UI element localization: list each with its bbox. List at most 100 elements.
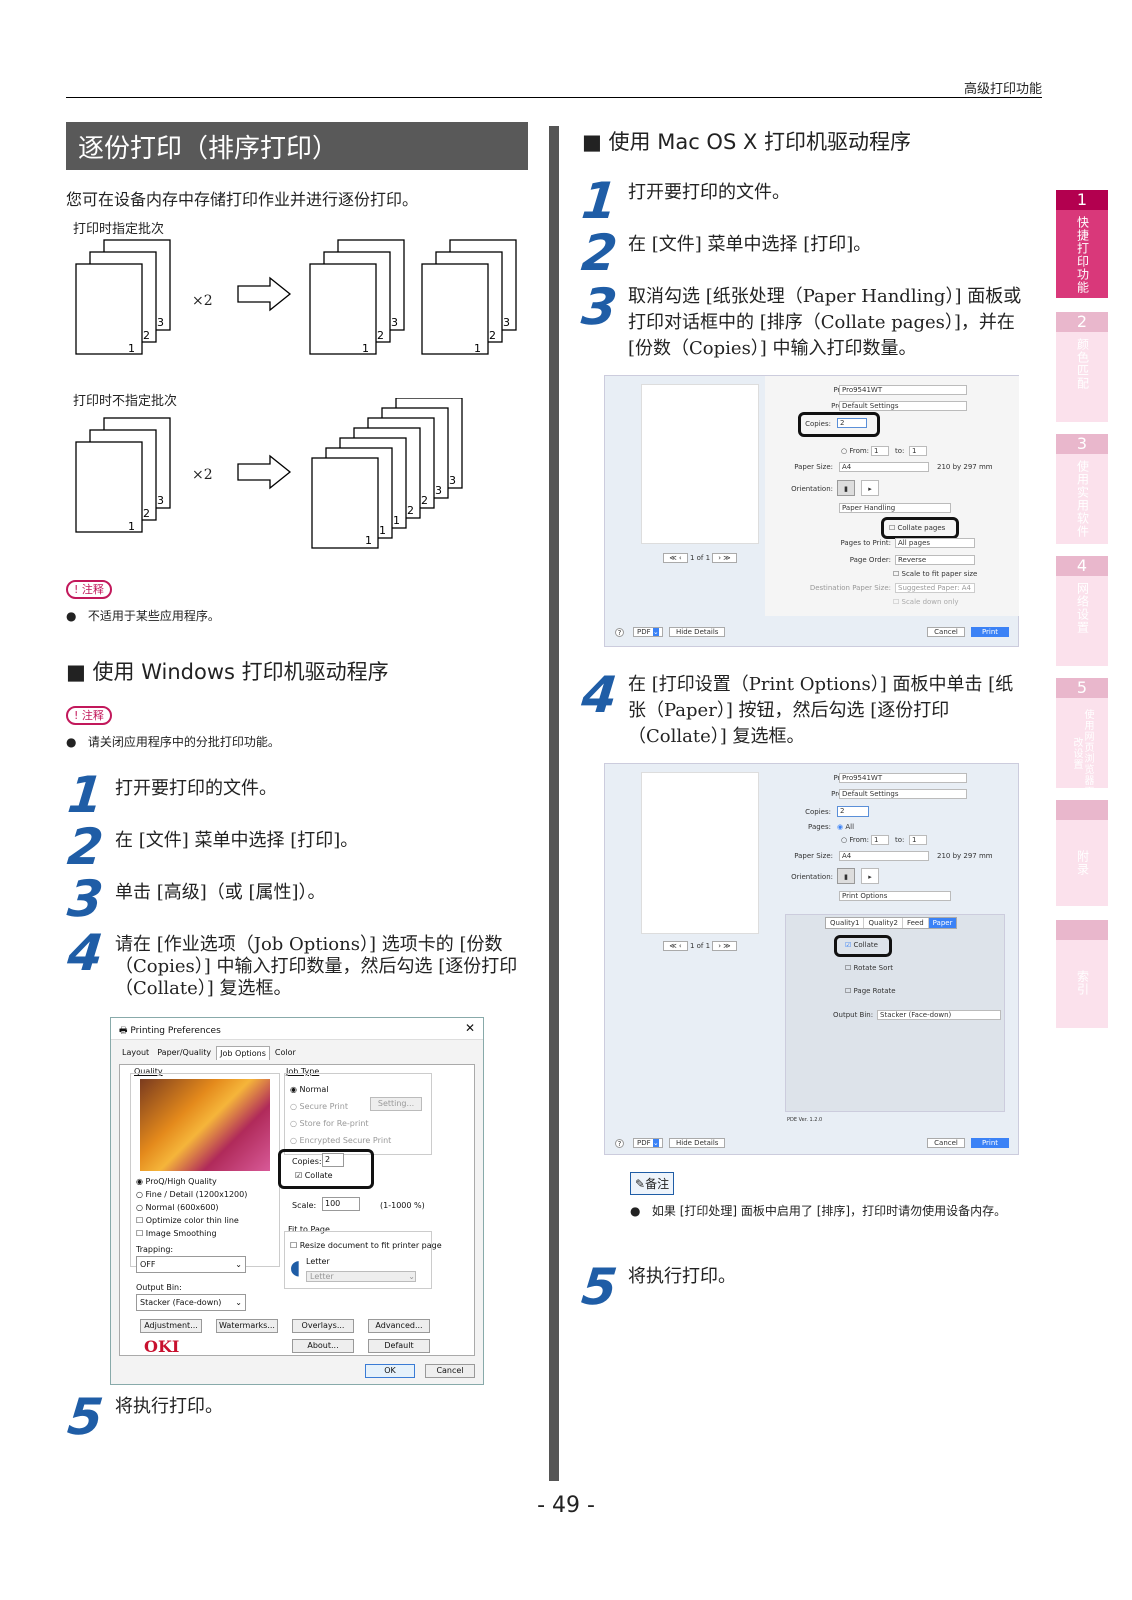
- scale-fit-checkbox[interactable]: ☐ Scale to fit paper size: [893, 570, 978, 578]
- portrait-icon[interactable]: ▮: [837, 868, 855, 884]
- page-rotate-checkbox[interactable]: ☐ Page Rotate: [845, 987, 896, 995]
- printer-select[interactable]: Pro9541WT: [839, 385, 967, 395]
- rotate-sort-checkbox[interactable]: ☐ Rotate Sort: [845, 964, 894, 972]
- side-tab-3[interactable]: 3 使用实用软件: [1056, 434, 1108, 544]
- side-tab-4[interactable]: 4 网络设置: [1056, 556, 1108, 666]
- trapping-select[interactable]: OFF⌄: [136, 1256, 246, 1273]
- help-icon[interactable]: ?: [615, 1139, 624, 1148]
- letter-select[interactable]: Letter⌄: [306, 1271, 416, 1282]
- side-tab-index[interactable]: 索引: [1056, 920, 1108, 1028]
- printer-select[interactable]: Pro9541WT: [839, 773, 967, 783]
- to-input[interactable]: 1: [909, 835, 927, 845]
- step-text: 取消勾选 [纸张处理（Paper Handling）] 面板或打印对话框中的 […: [628, 286, 1022, 359]
- output-bin-select[interactable]: Stacker (Face-down): [877, 1010, 1001, 1020]
- presets-select[interactable]: Default Settings: [839, 401, 967, 411]
- pdf-button[interactable]: PDF ⌄: [633, 1138, 663, 1148]
- overlays-button[interactable]: Overlays...: [292, 1319, 354, 1333]
- seg-feed[interactable]: Feed: [903, 918, 929, 928]
- help-icon[interactable]: ?: [615, 628, 624, 637]
- from-input[interactable]: 1: [871, 835, 889, 845]
- side-tab-2[interactable]: 2 颜色匹配: [1056, 312, 1108, 422]
- setting-button[interactable]: Setting...: [370, 1097, 422, 1111]
- check-smoothing[interactable]: ☐ Image Smoothing: [136, 1229, 217, 1238]
- hide-details-button[interactable]: Hide Details: [669, 1138, 726, 1148]
- default-button[interactable]: Default: [368, 1339, 430, 1353]
- close-icon[interactable]: ✕: [464, 1021, 475, 1035]
- dest-select[interactable]: Suggested Paper: A4: [895, 583, 975, 593]
- seg-quality2[interactable]: Quality2: [864, 918, 903, 928]
- side-tab-1[interactable]: 1 快捷打印功能: [1056, 190, 1108, 298]
- prev-button[interactable]: ≪ ‹: [663, 553, 688, 563]
- panel-select[interactable]: Paper Handling: [839, 503, 951, 513]
- to-input[interactable]: 1: [909, 446, 927, 456]
- tab-paper-quality[interactable]: Paper/Quality: [157, 1048, 212, 1057]
- note-badge: ! 注释: [66, 704, 112, 725]
- print-button[interactable]: Print: [971, 1138, 1009, 1148]
- ok-button[interactable]: OK: [365, 1364, 415, 1378]
- landscape-icon[interactable]: ▸: [861, 868, 879, 884]
- radio-proq[interactable]: ◉ ProQ/High Quality: [136, 1177, 217, 1186]
- fit-checkbox[interactable]: ☐ Resize document to fit printer page: [290, 1241, 442, 1250]
- paper-dim: 210 by 297 mm: [937, 463, 993, 471]
- collate-checkbox[interactable]: ☑ Collate: [845, 941, 878, 949]
- svg-text:3: 3: [157, 316, 164, 329]
- radio-normal[interactable]: ○ Normal (600x600): [136, 1203, 219, 1212]
- memo-item: ● 如果 [打印处理] 面板中启用了 [排序]，打印时请勿使用设备内存。: [630, 1204, 1007, 1218]
- collate-checkbox[interactable]: ☑ Collate: [295, 1171, 333, 1180]
- tab-job-options[interactable]: Job Options: [216, 1046, 270, 1060]
- cancel-button[interactable]: Cancel: [927, 1138, 965, 1148]
- side-tab-5[interactable]: 5 使用网页浏览器更改设置: [1056, 678, 1108, 797]
- radio-store-reprint[interactable]: ○ Store for Re-print: [290, 1119, 369, 1128]
- page-order-label: Page Order:: [849, 556, 891, 564]
- step-text: 在 [文件] 菜单中选择 [打印]。: [115, 830, 359, 851]
- to-label: to:: [895, 836, 905, 844]
- svg-text:2: 2: [407, 504, 414, 517]
- arrow-icon: [237, 454, 292, 490]
- seg-paper[interactable]: Paper: [928, 918, 957, 928]
- radio-normal-job[interactable]: ◉ Normal: [290, 1085, 329, 1094]
- cancel-button[interactable]: Cancel: [927, 627, 965, 637]
- seg-quality1[interactable]: Quality1: [826, 918, 865, 928]
- landscape-icon[interactable]: ▸: [861, 480, 879, 496]
- radio-fine[interactable]: ○ Fine / Detail (1200x1200): [136, 1190, 248, 1199]
- svg-text:3: 3: [391, 316, 398, 329]
- paper-size-select[interactable]: A4: [839, 462, 929, 472]
- scale-input[interactable]: 100: [322, 1197, 360, 1211]
- pdf-button[interactable]: PDF ⌄: [633, 627, 663, 637]
- next-button[interactable]: › ≫: [712, 553, 737, 563]
- paper-size-select[interactable]: A4: [839, 851, 929, 861]
- output-bin-select[interactable]: Stacker (Face-down)⌄: [136, 1294, 246, 1311]
- presets-select[interactable]: Default Settings: [839, 789, 967, 799]
- next-button[interactable]: › ≫: [712, 941, 737, 951]
- tab-layout[interactable]: Layout: [122, 1048, 150, 1057]
- print-button[interactable]: Print: [971, 627, 1009, 637]
- dialog-tabs: Layout Paper/Quality Job Options Color: [111, 1040, 483, 1060]
- step-number: 4: [578, 666, 620, 724]
- side-tab-appendix[interactable]: 附录: [1056, 800, 1108, 906]
- copies-label: Copies:: [805, 808, 831, 816]
- hide-details-button[interactable]: Hide Details: [669, 627, 726, 637]
- cancel-button[interactable]: Cancel: [425, 1364, 475, 1378]
- collate-pages-checkbox[interactable]: ☐ Collate pages: [889, 524, 946, 532]
- portrait-icon[interactable]: ▮: [837, 480, 855, 496]
- about-button[interactable]: About...: [292, 1339, 354, 1353]
- page-order-select[interactable]: Reverse: [895, 555, 975, 565]
- step-text: 将执行打印。: [628, 1266, 736, 1287]
- prev-button[interactable]: ≪ ‹: [663, 941, 688, 951]
- check-thin-line[interactable]: ☐ Optimize color thin line: [136, 1216, 239, 1225]
- copies-input[interactable]: 2: [837, 418, 867, 428]
- copies-input[interactable]: 2: [837, 806, 869, 817]
- radio-secure-print[interactable]: ○ Secure Print: [290, 1102, 348, 1111]
- panel-select[interactable]: Print Options: [839, 891, 951, 901]
- from-input[interactable]: 1: [871, 446, 889, 456]
- tab-color[interactable]: Color: [274, 1048, 296, 1057]
- scale-down-checkbox[interactable]: ☐ Scale down only: [893, 598, 959, 606]
- radio-encrypted[interactable]: ○ Encrypted Secure Print: [290, 1136, 392, 1145]
- copies-input[interactable]: 2: [322, 1153, 344, 1167]
- adjustment-button[interactable]: Adjustment...: [140, 1319, 202, 1333]
- advanced-button[interactable]: Advanced...: [368, 1319, 430, 1333]
- watermarks-button[interactable]: Watermarks...: [216, 1319, 278, 1333]
- page-stack-out2: [421, 239, 517, 355]
- radio-all[interactable]: ◉ All: [837, 823, 855, 831]
- pages-to-print-select[interactable]: All pages: [895, 538, 975, 548]
